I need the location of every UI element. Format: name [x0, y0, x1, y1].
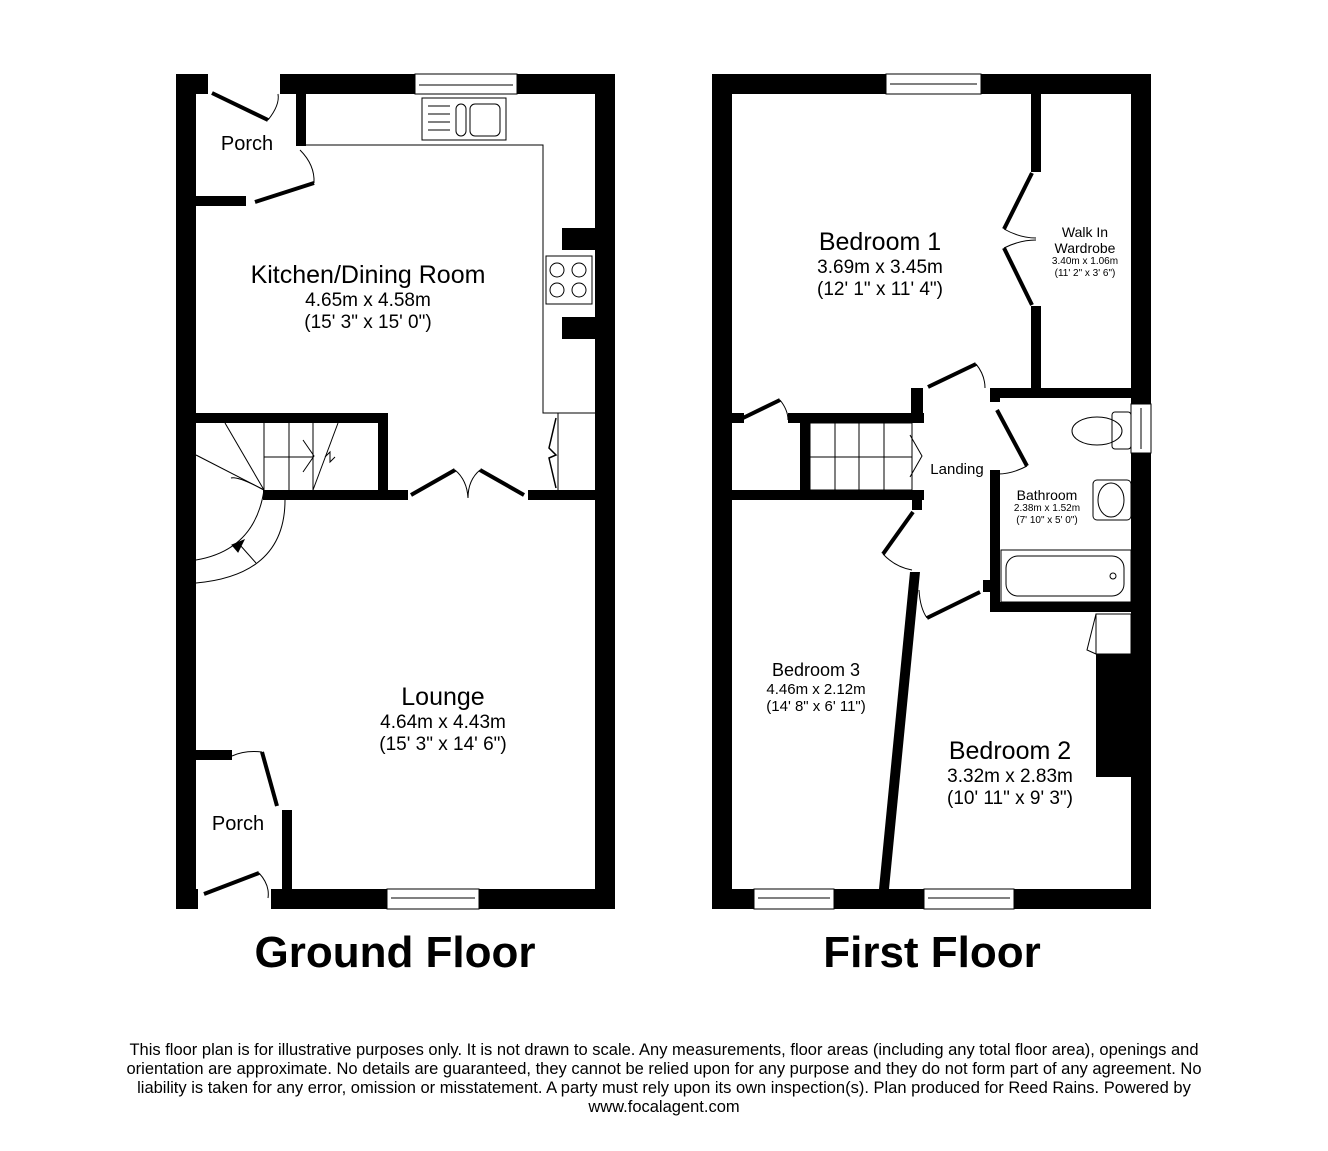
window-icon: [386, 73, 518, 910]
floor-title-ground: Ground Floor: [254, 928, 536, 977]
bathroom-fixtures: [1000, 411, 1132, 603]
disclaimer-line: liability is taken for any error, omissi…: [137, 1079, 1191, 1097]
staircase: [195, 422, 339, 584]
disclaimer-line: orientation are approximate. No details …: [126, 1060, 1202, 1078]
disclaimer-link[interactable]: www.focalagent.com: [588, 1098, 740, 1116]
room-label-porch-top: Porch: [220, 133, 274, 155]
room-label-bathroom: Bathroom 2.38m x 1.52m (7' 10" x 5' 0"): [1013, 487, 1081, 526]
first-floor-walls: [712, 74, 1151, 909]
room-label-lounge: Lounge 4.64m x 4.43m (15' 3" x 14' 6"): [379, 683, 507, 755]
floor-title-first: First Floor: [823, 928, 1041, 977]
room-label-bedroom-2: Bedroom 2 3.32m x 2.83m (10' 11" x 9' 3"…: [946, 737, 1074, 809]
window-icon: [753, 73, 1152, 910]
room-label-bedroom-1: Bedroom 1 3.69m x 3.45m (12' 1" x 11' 4"…: [816, 228, 944, 300]
room-label-landing: Landing: [930, 461, 984, 478]
staircase: [809, 422, 923, 491]
disclaimer-line: This floor plan is for illustrative purp…: [129, 1041, 1199, 1059]
door-swing: [203, 91, 558, 899]
room-label-porch-bottom: Porch: [211, 813, 265, 835]
ground-floor-walls: [176, 74, 615, 909]
kitchen-counter: [306, 97, 595, 490]
room-label-walk-in-wardrobe: Walk In Wardrobe 3.40m x 1.06m (11' 2" x…: [1051, 224, 1119, 279]
door-swing: [742, 172, 1132, 655]
room-label-kitchen-dining: Kitchen/Dining Room 4.65m x 4.58m (15' 3…: [250, 261, 486, 333]
room-label-bedroom-3: Bedroom 3 4.46m x 2.12m (14' 8" x 6' 11"…: [766, 660, 866, 715]
disclaimer: This floor plan is for illustrative purp…: [30, 1041, 1298, 1117]
